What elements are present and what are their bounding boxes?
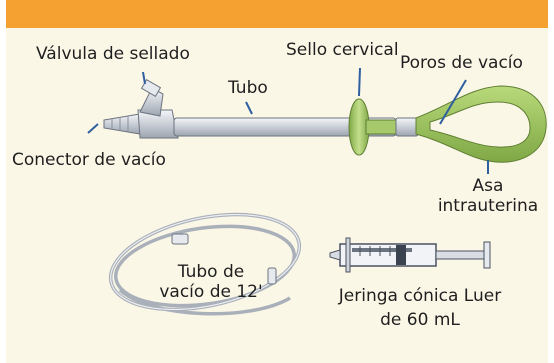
loop-connector (395, 117, 419, 137)
luer-syringe (329, 237, 491, 273)
label-poros-vacio: Poros de vacío (400, 53, 523, 73)
intrauterine-loop (415, 85, 547, 163)
label-conector-vacio: Conector de vacío (12, 150, 166, 170)
vacuum-connector (103, 113, 141, 135)
left-margin (0, 0, 6, 363)
cervical-seal (348, 98, 397, 156)
label-tubo-vacio-line2: vacío de 12' (159, 282, 263, 302)
label-sello-cervical: Sello cervical (286, 40, 399, 60)
label-valvula-sellado: Válvula de sellado (36, 44, 190, 64)
label-tubo-vacio-line1: Tubo de (177, 262, 245, 282)
vacuum-tubing-coil-highlight (110, 213, 300, 311)
label-asa-line2: intrauterina (437, 196, 539, 216)
label-jeringa-line2: de 60 mL (380, 310, 460, 330)
label-jeringa-line1: Jeringa cónica Luer (338, 286, 502, 306)
label-tubo: Tubo (228, 78, 268, 98)
tubing-end-connectors (171, 233, 277, 285)
leader-lines (87, 67, 489, 174)
seal-valve (137, 78, 179, 139)
label-asa-line1: Asa (472, 176, 504, 196)
header-bar (0, 0, 554, 28)
right-margin (548, 0, 554, 363)
